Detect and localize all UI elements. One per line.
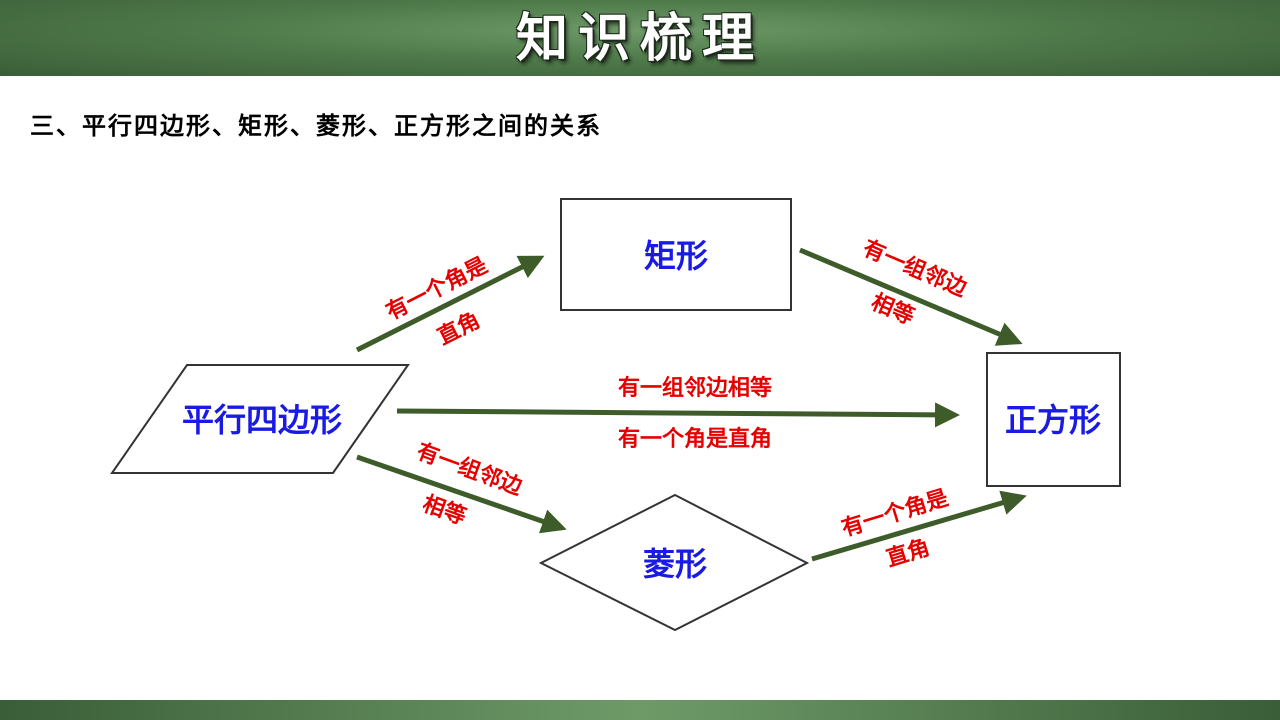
parallelogram-shape xyxy=(110,364,410,474)
condition-rhombus-to-square: 有一个角是 直角 xyxy=(839,485,952,572)
arrow-para-to-square xyxy=(396,402,960,428)
parallelogram-label: 平行四边形 xyxy=(182,401,342,439)
square-label: 正方形 xyxy=(1005,401,1101,439)
header-banner: 知识梳理 xyxy=(0,0,1280,76)
arrow-para-to-rhombus xyxy=(356,454,567,534)
condition-para-to-square: 有一组邻边相等 有一个角是直角 xyxy=(618,375,772,452)
header-title: 知识梳理 xyxy=(515,8,764,69)
condition-line: 有一组邻边相等 xyxy=(618,375,772,401)
rhombus-shape xyxy=(538,493,810,632)
condition-line: 直角 xyxy=(883,534,933,572)
condition-para-to-rect: 有一个角是 直角 xyxy=(382,252,492,350)
arrow-rhombus-to-square xyxy=(811,490,1027,562)
rhombus-label: 菱形 xyxy=(643,545,707,583)
footer-bar xyxy=(0,700,1280,720)
arrow-para-to-rect xyxy=(355,255,545,353)
condition-line: 有一个角是直角 xyxy=(618,426,772,452)
condition-line: 相等 xyxy=(419,491,469,530)
rectangle-label: 矩形 xyxy=(644,237,708,275)
square-shape xyxy=(986,352,1121,487)
condition-line: 直角 xyxy=(433,307,484,350)
arrow-rect-to-square xyxy=(799,247,1023,346)
rectangle-shape xyxy=(560,198,792,311)
section-heading: 三、平行四边形、矩形、菱形、正方形之间的关系 xyxy=(30,112,602,140)
